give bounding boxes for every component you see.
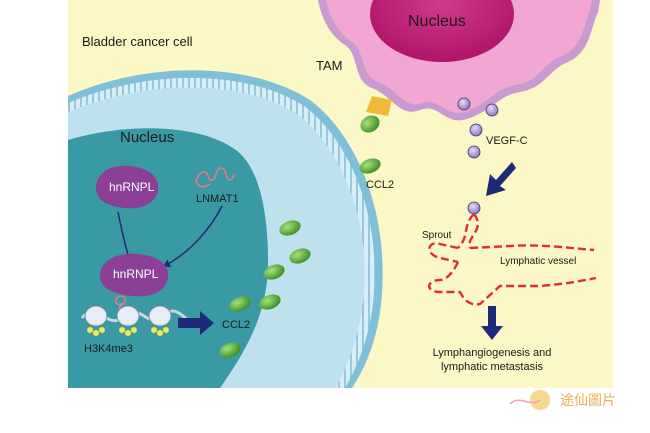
vegfc-dot-sprout	[467, 201, 481, 215]
ccl2-label-inside: CCL2	[222, 319, 250, 331]
tam-cell	[318, 0, 600, 121]
outcome-label-line2: lymphatic metastasis	[441, 361, 544, 373]
vegfc-dot	[457, 97, 471, 111]
ccl2-label-outside: CCL2	[366, 179, 394, 191]
lnmat1-label: LNMAT1	[196, 193, 239, 205]
vegfc-dots	[457, 97, 499, 215]
sprout-label: Sprout	[422, 230, 452, 241]
cancer-nucleus-label: Nucleus	[120, 129, 174, 146]
ccl2-dot	[229, 296, 251, 312]
ccl2-dot	[289, 248, 311, 264]
arrow-transcription	[178, 311, 214, 335]
tam-label: TAM	[316, 58, 342, 73]
vegfc-dot	[469, 123, 483, 137]
ccl2-dots	[219, 158, 381, 358]
ccl2-dot	[359, 158, 381, 174]
lymphatic-vessel-label: Lymphatic vessel	[500, 256, 576, 267]
vegfc-dot	[485, 103, 499, 117]
arrow-lnmat1	[162, 205, 223, 267]
arrow-down	[481, 306, 503, 340]
hnrnpl-label-top: hnRNPL	[109, 180, 155, 194]
watermark-text: 途仙圖片	[560, 392, 616, 408]
hnrnpl-protein-top	[96, 165, 159, 209]
ccl2-dot	[219, 342, 241, 358]
cell-label: Bladder cancer cell	[82, 34, 193, 49]
lnmat1-rna	[195, 167, 235, 182]
ccl2-dot	[279, 220, 301, 236]
chromatin	[80, 305, 193, 336]
lymphatic-vessel	[428, 213, 597, 306]
tam-nucleus-label: Nucleus	[408, 13, 466, 30]
tam-nucleus	[370, 0, 514, 62]
ccl2-bound-dot	[360, 115, 380, 133]
histone-label: H3K4me3	[84, 343, 133, 355]
vegfc-label: VEGF-C	[486, 135, 528, 147]
ccl2-dot	[263, 264, 285, 280]
watermark: 途仙圖片	[509, 390, 616, 410]
hnrnpl-label-complex: hnRNPL	[113, 267, 159, 281]
outcome-label-line1: Lymphangiogenesis and	[433, 347, 552, 359]
vegfc-dot	[467, 145, 481, 159]
arrow-vegfc	[486, 162, 516, 196]
hnrnpl-protein-complex	[100, 253, 169, 297]
ccl2-dot	[259, 294, 281, 310]
ccr-receptor	[366, 96, 392, 116]
